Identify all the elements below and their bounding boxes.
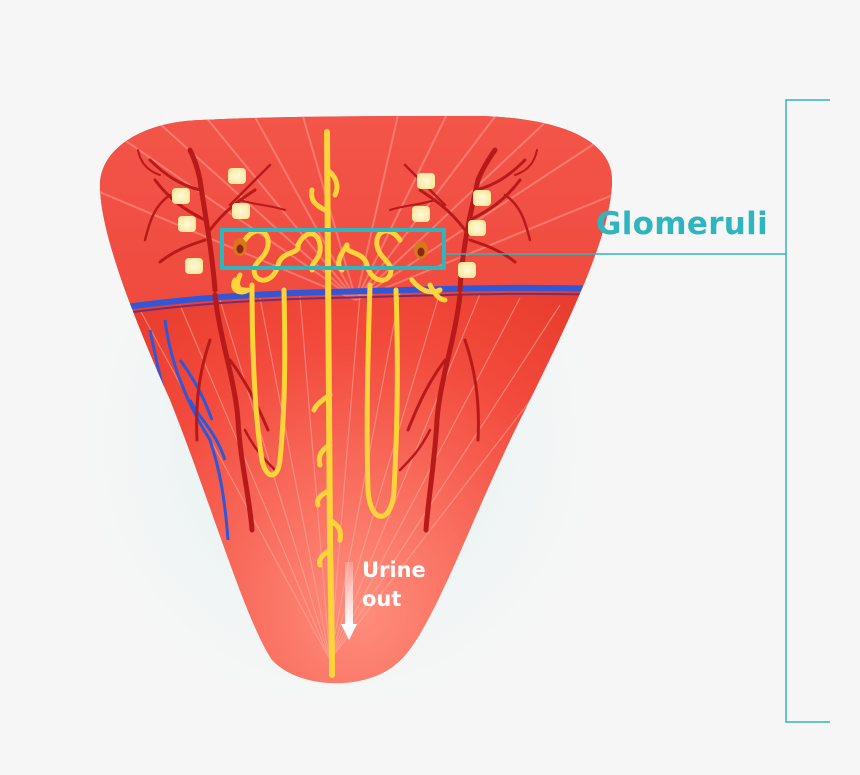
urine-label-line2: out <box>362 587 402 611</box>
urine-label-line1: Urine <box>362 558 426 582</box>
urine-out-label: Urine out <box>362 556 426 614</box>
urine-out-arrow <box>341 562 357 640</box>
glomerulus-capsules <box>233 238 428 259</box>
glomeruli-highlight-box <box>220 228 446 270</box>
glomeruli-label: Glomeruli <box>596 206 769 242</box>
nephron-bracket <box>785 99 830 723</box>
glomerulus-tufts <box>172 168 491 278</box>
